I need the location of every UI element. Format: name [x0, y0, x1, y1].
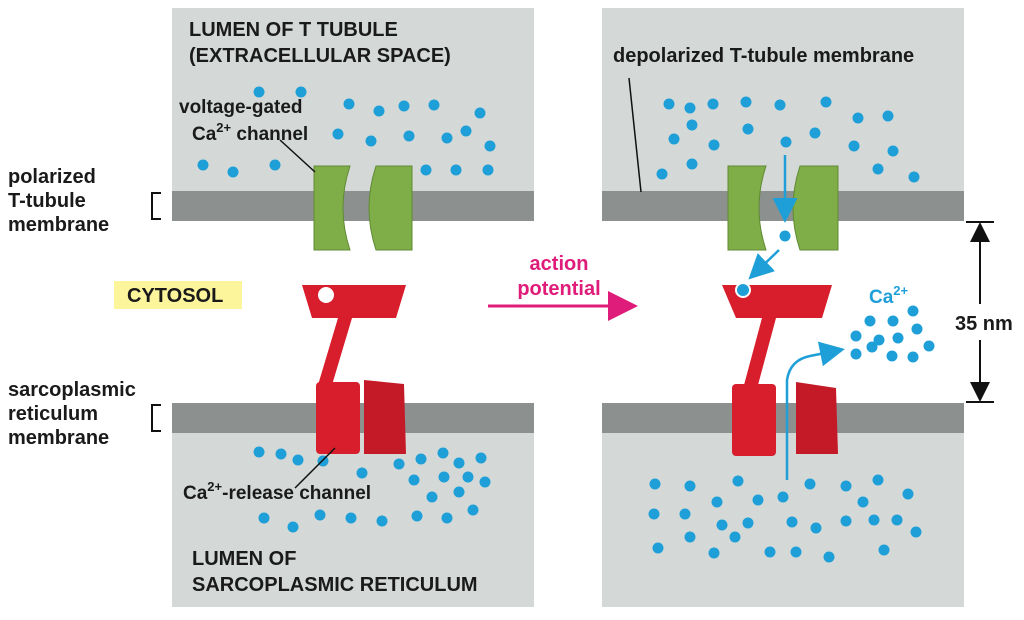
distance-label: 35 nm — [955, 313, 1013, 335]
sr-bracket — [151, 404, 161, 432]
right-bottom-calcium-ions — [648, 474, 922, 563]
voltage-gated-label-2: Ca2+ channel — [192, 120, 308, 145]
voltage-gated-channel-word: channel — [231, 124, 308, 145]
depolarized-leader — [628, 77, 642, 193]
depolarized-label: depolarized T-tubule membrane — [613, 45, 914, 67]
right-top-calcium-ions — [656, 96, 920, 242]
right-release-channel — [722, 282, 838, 456]
right-cytosol-calcium-ions — [850, 305, 935, 363]
left-top-title-1: LUMEN OF T TUBULE — [189, 19, 398, 41]
action-label: action — [530, 253, 589, 275]
sr-label-1: sarcoplasmic — [8, 379, 136, 401]
left-top-calcium-ions — [197, 86, 496, 178]
left-voltage-gated-channel — [313, 165, 413, 251]
voltage-gated-leader — [279, 139, 316, 173]
cytosol-label: CYTOSOL — [127, 285, 223, 307]
right-sr-lumen — [602, 433, 964, 607]
left-release-channel — [302, 285, 406, 454]
left-bottom-calcium-ions — [253, 446, 491, 533]
voltage-gated-label-1: voltage-gated — [179, 97, 303, 118]
potential-label: potential — [517, 278, 600, 300]
voltage-gated-ca: Ca — [192, 124, 217, 145]
calcium-release-arrow — [785, 341, 845, 480]
left-ttubule-membrane — [172, 191, 534, 221]
right-sr-membrane — [602, 403, 964, 433]
right-ttubule-membrane — [602, 191, 964, 221]
polarized-label-2: T-tubule — [8, 190, 86, 212]
release-ca-charge: 2+ — [207, 479, 222, 494]
release-channel-word: -release channel — [222, 483, 371, 504]
release-channel-label: Ca2+-release channel — [183, 479, 371, 504]
release-ca: Ca — [183, 483, 208, 504]
cytosol-ca-charge: 2+ — [893, 283, 908, 298]
voltage-gated-ca-charge: 2+ — [216, 120, 231, 135]
polarized-label-1: polarized — [8, 166, 96, 188]
release-channel-leader — [294, 447, 336, 489]
cytosol-ca: Ca — [869, 287, 894, 308]
left-bottom-title-1: LUMEN OF — [192, 548, 296, 570]
polarized-label-3: membrane — [8, 214, 109, 236]
left-top-title-2: (EXTRACELLULAR SPACE) — [189, 45, 451, 67]
sr-label-3: membrane — [8, 427, 109, 449]
right-voltage-gated-channel — [727, 165, 839, 251]
calcium-binding-arrow — [748, 249, 780, 280]
left-bottom-title-2: SARCOPLASMIC RETICULUM — [192, 574, 478, 596]
cytosol-highlight — [114, 281, 242, 309]
cytosol-ca-label: Ca2+ — [869, 283, 909, 308]
polarized-bracket — [151, 192, 161, 220]
sr-label-2: reticulum — [8, 403, 98, 425]
